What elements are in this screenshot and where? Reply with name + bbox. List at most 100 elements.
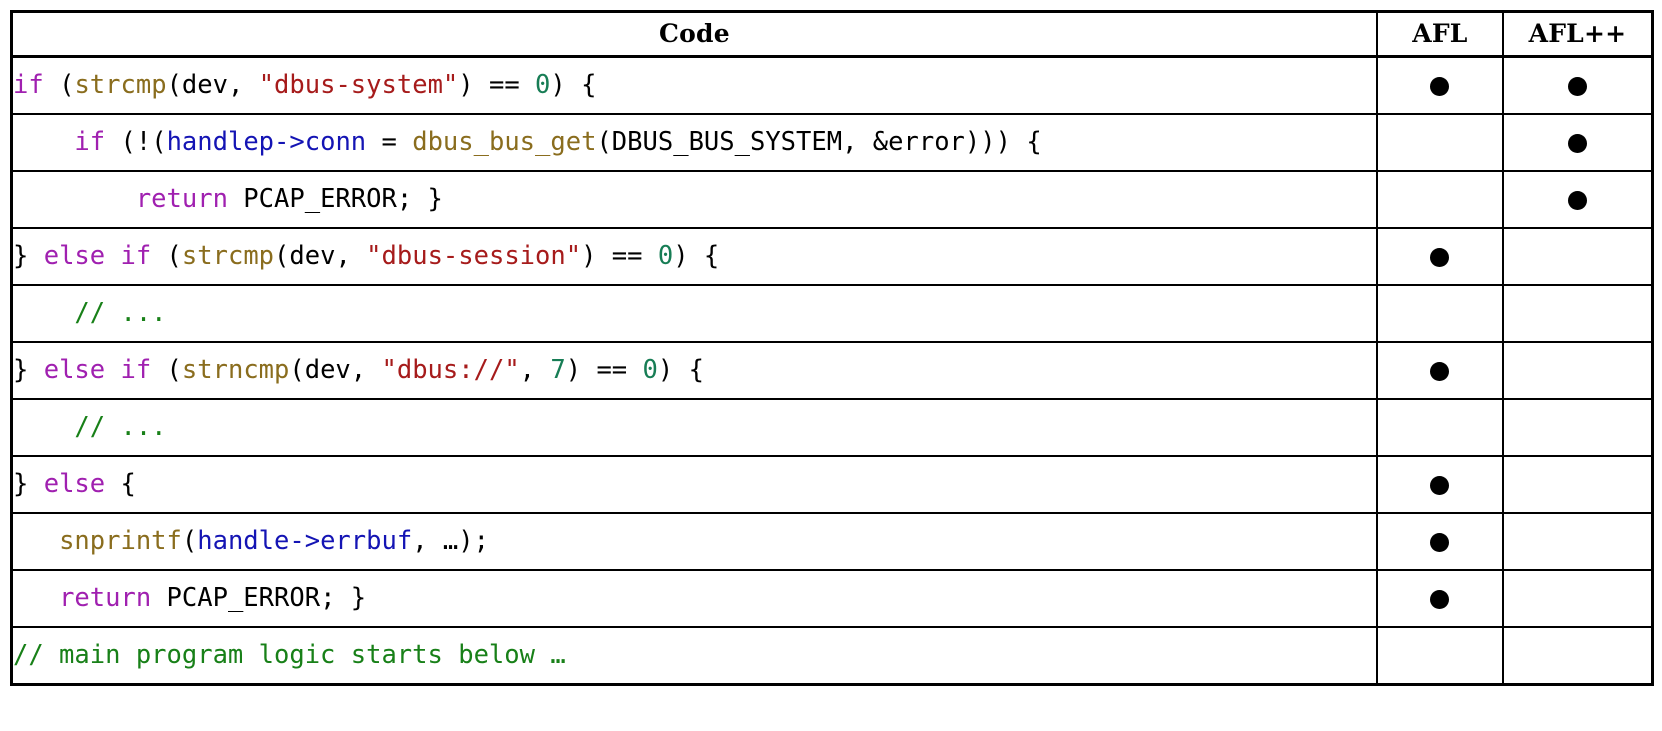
marker-cell-afl — [1375, 55, 1504, 115]
marker-cell-afl — [1375, 512, 1504, 571]
code-token-plain: (dev, — [166, 70, 259, 100]
code-token-string: "dbus://" — [381, 355, 520, 385]
filled-circle-icon — [1430, 476, 1450, 495]
code-token-plain: ) == — [581, 241, 658, 271]
marker-cell-afl — [1375, 284, 1504, 343]
code-token-keyword: return — [135, 184, 228, 214]
table-row: return PCAP_ERROR; } — [10, 170, 1654, 229]
code-token-keyword: else if — [43, 241, 152, 271]
marker-cell-aflpp — [1501, 512, 1654, 571]
code-token-number: 7 — [550, 355, 566, 385]
code-token-plain: PCAP_ERROR; } — [227, 184, 443, 214]
table-row: } else { — [10, 455, 1654, 514]
table-row: if (!(handlep->conn = dbus_bus_get(DBUS_… — [10, 113, 1654, 172]
code-cell: // ... — [10, 284, 1378, 343]
code-token-string: "dbus-system" — [258, 70, 459, 100]
code-token-variable: handlep->conn — [166, 127, 367, 157]
code-token-number: 0 — [642, 355, 658, 385]
code-token-keyword: else — [43, 469, 106, 499]
code-cell: if (!(handlep->conn = dbus_bus_get(DBUS_… — [10, 113, 1378, 172]
filled-circle-icon — [1430, 590, 1450, 609]
code-token-plain — [14, 298, 75, 328]
code-token-comment: // ... — [74, 298, 167, 328]
code-token-plain: (!( — [105, 127, 167, 157]
code-token-number: 0 — [535, 70, 551, 100]
code-token-plain: ( — [43, 70, 75, 100]
marker-cell-afl — [1375, 569, 1504, 628]
table-row: // main program logic starts below … — [10, 626, 1654, 686]
marker-cell-afl — [1375, 113, 1504, 172]
table-row: return PCAP_ERROR; } — [10, 569, 1654, 628]
table-row: if (strcmp(dev, "dbus-system") == 0) { — [10, 55, 1654, 115]
marker-cell-afl — [1375, 455, 1504, 514]
code-token-plain: } — [13, 469, 44, 499]
code-token-plain: (dev, — [289, 355, 382, 385]
code-token-plain — [14, 127, 75, 157]
code-token-keyword: if — [74, 127, 106, 157]
marker-cell-aflpp — [1501, 113, 1654, 172]
afl-comparison-table: Code AFL AFL++ if (strcmp(dev, "dbus-sys… — [10, 10, 1654, 686]
code-cell: return PCAP_ERROR; } — [10, 569, 1378, 628]
code-token-function: strncmp — [181, 355, 290, 385]
code-token-plain — [14, 412, 75, 442]
filled-circle-icon — [1430, 362, 1450, 381]
filled-circle-icon — [1567, 134, 1587, 153]
marker-cell-aflpp — [1501, 341, 1654, 400]
table-row: // ... — [10, 284, 1654, 343]
code-token-plain — [14, 583, 60, 613]
marker-cell-aflpp — [1501, 170, 1654, 229]
code-cell: snprintf(handle->errbuf, …); — [10, 512, 1378, 571]
code-token-string: "dbus-session" — [366, 241, 582, 271]
filled-circle-icon — [1567, 77, 1587, 96]
filled-circle-icon — [1567, 191, 1587, 210]
code-token-plain: ( — [181, 526, 198, 556]
marker-cell-afl — [1375, 341, 1504, 400]
code-cell: return PCAP_ERROR; } — [10, 170, 1378, 229]
code-token-plain: ( — [151, 241, 182, 271]
code-token-plain: ) { — [673, 241, 720, 271]
marker-cell-afl — [1375, 626, 1504, 686]
marker-cell-aflpp — [1501, 455, 1654, 514]
filled-circle-icon — [1430, 77, 1450, 96]
code-token-plain — [14, 184, 136, 214]
marker-cell-aflpp — [1501, 55, 1654, 115]
filled-circle-icon — [1430, 533, 1450, 552]
code-token-plain — [14, 526, 60, 556]
table-row: snprintf(handle->errbuf, …); — [10, 512, 1654, 571]
code-token-number: 0 — [657, 241, 674, 271]
code-cell: } else { — [10, 455, 1378, 514]
code-token-plain: } — [13, 355, 44, 385]
code-token-keyword: return — [59, 583, 152, 613]
table-body: if (strcmp(dev, "dbus-system") == 0) { i… — [10, 55, 1654, 686]
code-token-plain: (DBUS_BUS_SYSTEM, &error))) { — [596, 127, 1042, 157]
table-header: Code AFL AFL++ — [10, 10, 1654, 58]
code-token-plain: ) { — [550, 70, 597, 100]
code-token-plain: ) { — [657, 355, 704, 385]
code-token-function: strcmp — [74, 70, 167, 100]
code-token-plain: , — [519, 355, 551, 385]
code-token-variable: handle->errbuf — [197, 526, 413, 556]
column-header-afl: AFL — [1375, 10, 1504, 58]
code-token-plain: } — [13, 241, 44, 271]
table-row: } else if (strncmp(dev, "dbus://", 7) ==… — [10, 341, 1654, 400]
code-token-function: snprintf — [59, 526, 182, 556]
code-token-comment: // main program logic starts below … — [13, 640, 566, 670]
column-header-code: Code — [10, 10, 1378, 58]
marker-cell-aflpp — [1501, 284, 1654, 343]
code-token-plain: ) == — [565, 355, 643, 385]
code-token-function: dbus_bus_get — [412, 127, 597, 157]
code-token-plain: ( — [151, 355, 182, 385]
marker-cell-aflpp — [1501, 227, 1654, 286]
code-token-plain: { — [105, 469, 136, 499]
marker-cell-aflpp — [1501, 626, 1654, 686]
code-cell: } else if (strncmp(dev, "dbus://", 7) ==… — [10, 341, 1378, 400]
code-token-function: strcmp — [181, 241, 275, 271]
code-cell: if (strcmp(dev, "dbus-system") == 0) { — [10, 55, 1378, 115]
code-token-plain: ) == — [458, 70, 536, 100]
code-token-plain: = — [366, 127, 413, 157]
column-header-aflpp: AFL++ — [1501, 10, 1654, 58]
code-token-plain: , …); — [412, 526, 489, 556]
code-cell: // ... — [10, 398, 1378, 457]
header-row: Code AFL AFL++ — [10, 10, 1654, 58]
